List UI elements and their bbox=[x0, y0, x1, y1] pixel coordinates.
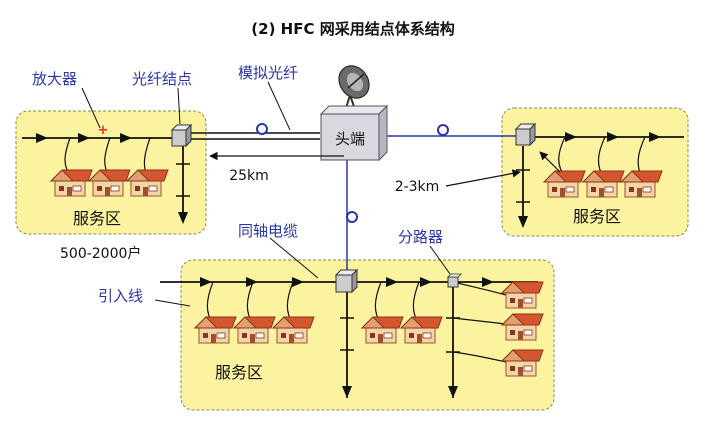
fiber-line-down bbox=[346, 158, 358, 274]
headend-box-icon bbox=[319, 104, 389, 162]
right-trunk bbox=[516, 132, 684, 228]
amplifier-label: 放大器 bbox=[32, 70, 77, 88]
service-area-label-right: 服务区 bbox=[573, 207, 621, 226]
fiber-node-box-icon bbox=[514, 122, 537, 147]
distance-25km-label: 25km bbox=[229, 168, 269, 184]
service-area-label-left: 服务区 bbox=[73, 209, 121, 228]
bottom-trunk bbox=[160, 277, 538, 398]
fiber-line-right bbox=[385, 124, 518, 137]
drop-line-pointer bbox=[154, 299, 191, 307]
fiber-node-label: 光纤结点 bbox=[132, 70, 192, 88]
splitter-pointer bbox=[429, 245, 451, 275]
splitter-box-icon bbox=[447, 273, 462, 288]
distance-2-3km-marker bbox=[445, 151, 561, 187]
headend-label: 头端 bbox=[335, 130, 365, 148]
fiber-node-pointer bbox=[177, 87, 181, 125]
drop-line-label: 引入线 bbox=[98, 287, 143, 305]
fiber-line-left bbox=[188, 123, 320, 140]
splitter-label: 分路器 bbox=[398, 228, 443, 246]
analog-fiber-pointer bbox=[267, 81, 291, 131]
fiber-node-box-icon bbox=[334, 268, 359, 294]
distance-2-3km-label: 2-3km bbox=[395, 179, 440, 195]
amplifier-pointer bbox=[81, 87, 101, 129]
service-area-label-bottom: 服务区 bbox=[215, 363, 263, 382]
fiber-node-box-icon bbox=[170, 123, 193, 148]
amplifier-mark-icon: + bbox=[98, 123, 109, 138]
diagram-title: (2) HFC 网采用结点体系结构 bbox=[251, 20, 454, 38]
households-label: 500-2000户 bbox=[60, 245, 141, 262]
analog-fiber-label: 模拟光纤 bbox=[238, 64, 298, 82]
coax-label: 同轴电缆 bbox=[238, 222, 298, 240]
coax-pointer bbox=[269, 237, 319, 279]
